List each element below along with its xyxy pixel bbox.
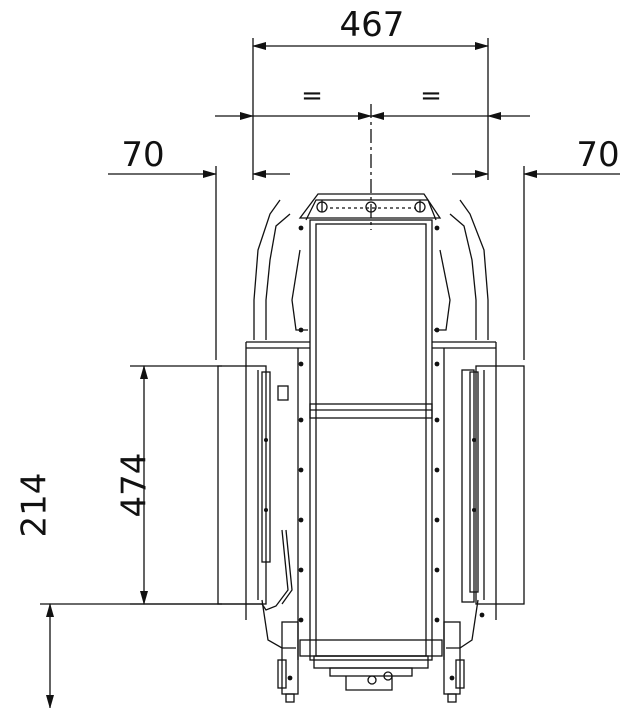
floor-height-label: 214 <box>15 473 55 538</box>
equal-left-label: = <box>301 81 323 111</box>
dimension-equal-halves <box>215 104 530 230</box>
side-clearance-right-label: 70 <box>576 135 619 175</box>
stove-body <box>217 193 525 703</box>
equal-right-label: = <box>420 81 442 111</box>
panel-height-label: 474 <box>115 453 155 518</box>
side-clearance-left-label: 70 <box>121 135 164 175</box>
dimension-overall-width <box>252 38 489 180</box>
dimension-side-clearance <box>108 166 620 360</box>
dimension-floor-height <box>40 603 262 708</box>
rivets <box>264 225 485 681</box>
overall-width-label: 467 <box>340 5 405 45</box>
